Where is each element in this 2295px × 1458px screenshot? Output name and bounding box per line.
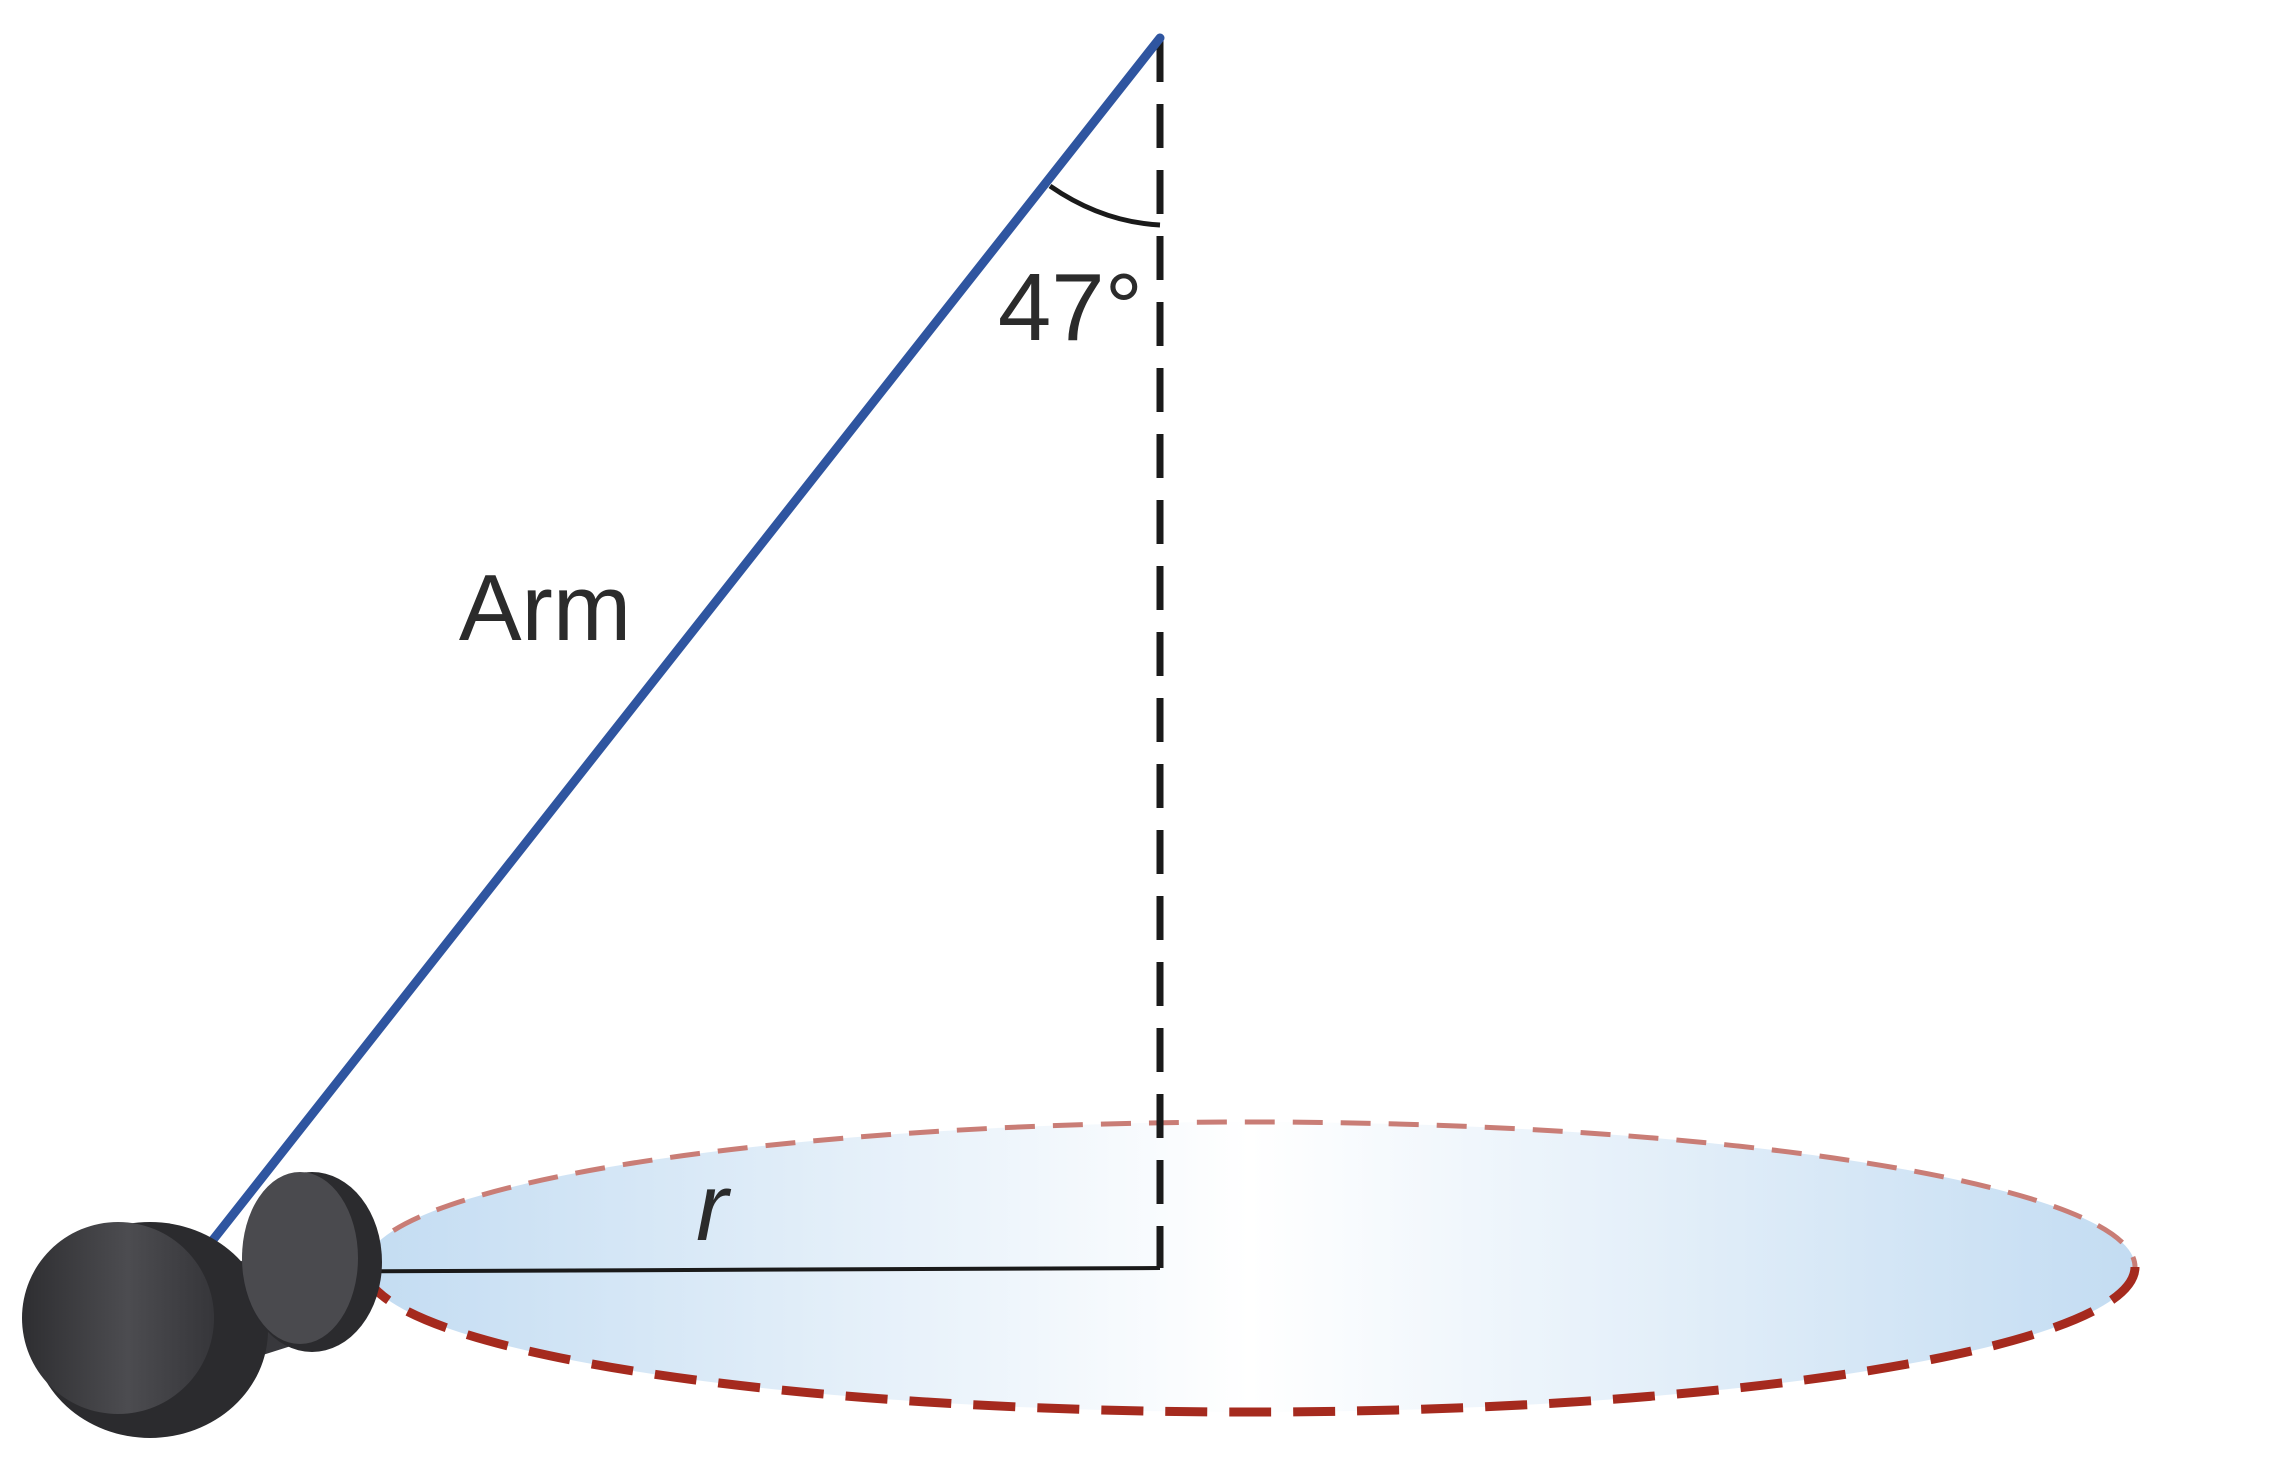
dumbbell-icon [22, 1172, 382, 1438]
rotation-circle-back-edge [362, 1119, 2138, 1268]
radius-label: r [696, 1154, 732, 1261]
arm-label: Arm [459, 555, 631, 660]
rotation-circle-front-edge [360, 1266, 2140, 1417]
angle-label: 47° [998, 254, 1143, 361]
angle-arc [1048, 183, 1161, 228]
rotation-circle [365, 1122, 2135, 1412]
arm-line [200, 33, 1165, 1255]
